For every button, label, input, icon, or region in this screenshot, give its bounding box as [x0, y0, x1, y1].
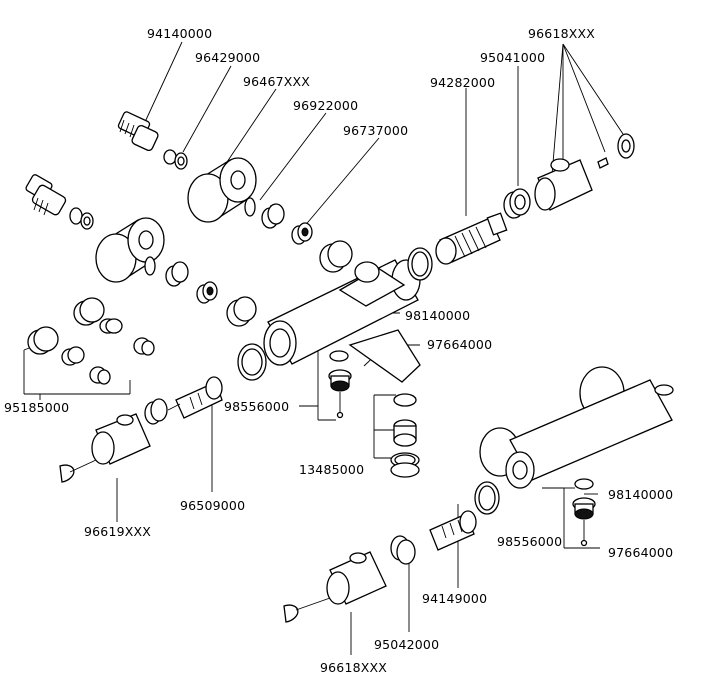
- cap-nut-left: [226, 296, 257, 327]
- cap-nut-top: [319, 240, 353, 273]
- label-98140000-upper: 98140000: [405, 308, 471, 323]
- label-97664000-upper: 97664000: [427, 337, 493, 352]
- label-96467xxx: 96467XXX: [243, 74, 311, 89]
- adapter-ring-upper: [503, 188, 531, 219]
- label-96619xxx: 96619XXX: [84, 524, 152, 539]
- filter-left: [165, 261, 189, 287]
- label-97664000-lower: 97664000: [608, 545, 674, 560]
- label-96737000: 96737000: [343, 123, 409, 138]
- label-98556000-upper: 98556000: [224, 399, 290, 414]
- handle-lower: [283, 551, 387, 623]
- thermostat-cartridge-left: [167, 376, 223, 419]
- label-95185000: 95185000: [4, 400, 70, 415]
- washer-small-top: [163, 149, 188, 170]
- label-94140000: 94140000: [147, 26, 213, 41]
- adapter-ring-left: [144, 398, 168, 425]
- label-94149000: 94149000: [422, 591, 488, 606]
- label-96618xxx-top: 96618XXX: [528, 26, 596, 41]
- escutcheon-top: [187, 157, 257, 223]
- label-94282000: 94282000: [430, 75, 496, 90]
- label-96618xxx-bottom: 96618XXX: [320, 660, 388, 675]
- label-96922000: 96922000: [293, 98, 359, 113]
- label-98140000-lower: 98140000: [608, 487, 674, 502]
- mixer-body-lower: [479, 366, 674, 489]
- mixer-body-upper: [263, 259, 421, 383]
- seal-ring-left: [144, 256, 156, 276]
- thermostat-cartridge-upper: [435, 212, 508, 265]
- adapter-ring-lower: [390, 535, 416, 565]
- label-96429000: 96429000: [195, 50, 261, 65]
- label-13485000: 13485000: [299, 462, 365, 477]
- check-valve-top: [291, 222, 313, 245]
- thermostat-cartridge-lower: [429, 510, 477, 551]
- seal-ring-body: [237, 247, 433, 381]
- elbow-connector-top: [117, 111, 159, 152]
- handle-upper: [534, 133, 635, 211]
- seal-ring-lower: [474, 481, 500, 515]
- label-95042000: 95042000: [374, 637, 440, 652]
- label-96509000: 96509000: [180, 498, 246, 513]
- check-valve-middle: [328, 350, 352, 419]
- label-95041000: 95041000: [480, 50, 546, 65]
- filter-top: [261, 203, 285, 229]
- leader-lines: [23, 41, 626, 655]
- check-valve-left: [196, 281, 218, 304]
- label-98556000-lower: 98556000: [497, 534, 563, 549]
- handle-left: [59, 413, 151, 483]
- spare-parts-set: [27, 297, 155, 385]
- flow-reducer-middle: [390, 393, 420, 478]
- check-valve-lower: [572, 478, 596, 547]
- seal-ring-top: [244, 197, 256, 217]
- elbow-connector-left: [25, 174, 67, 216]
- washer-small-left: [69, 207, 94, 230]
